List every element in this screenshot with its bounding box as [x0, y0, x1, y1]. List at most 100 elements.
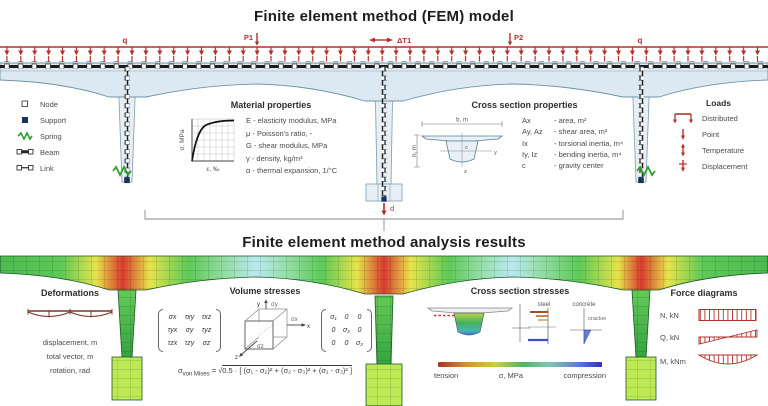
support-right [638, 177, 644, 184]
temperature-load-icon [681, 143, 685, 157]
property-desc: - area, m² [554, 116, 587, 125]
shear-force-diagram-icon [698, 329, 758, 345]
volume-stresses-title: Volume stresses [229, 286, 301, 296]
tensor-cell: τzx [167, 339, 178, 347]
legend-label: Spring [40, 131, 62, 141]
force-label: Q, kN [660, 332, 680, 342]
formula-sqrt: √ [218, 366, 223, 375]
cross-section-property: Iy, Iz - bending inertia, m⁴ [522, 149, 623, 160]
displacement-load-icon [679, 160, 687, 172]
force-diagram-q: Q, kN [660, 328, 764, 346]
load-label-dt1: ΔT1 [397, 36, 411, 45]
force-label: M, kNm [660, 356, 686, 366]
node-icon [21, 100, 28, 107]
load-label-q-right: q [638, 36, 643, 45]
loads-label: Temperature [702, 145, 745, 155]
formula-radicand: 0.5 · [ (σ₁ - σ₂)² + (σ₂ - σ₃)² + (σ₁ - … [222, 366, 353, 375]
spring-left [112, 164, 132, 178]
loads-legend-title: Loads [706, 98, 732, 108]
principal-cell: 0 [357, 313, 362, 321]
fem-results-bridge [0, 255, 768, 406]
axis-y-label: y [494, 150, 497, 156]
compression-label: compression [563, 371, 606, 380]
cross-section-properties-title: Cross section properties [471, 100, 578, 110]
formula-sigma: σ [177, 366, 183, 375]
material-properties-panel: Material properties σ, MPa ε, ‰ E - elas… [176, 100, 366, 178]
cross-section-properties-list: Ax- area, m² Ay, Az- shear area, m² Ix- … [522, 115, 623, 171]
loads-item-distributed: Distributed [670, 110, 766, 126]
spring-icon [17, 131, 33, 141]
stress-scale-labels: tension σ, MPa compression [424, 371, 616, 380]
tensor-cell: τxy [184, 313, 195, 321]
material-property: μ - Poisson's ratio, - [246, 128, 313, 138]
property-symbol: Ay, Az [522, 127, 543, 137]
legend-item-spring: Spring [16, 128, 100, 144]
cross-section-property: Ay, Az - shear area, m² [522, 126, 623, 137]
tensor-cell: τzy [184, 339, 195, 347]
loads-item-displacement: Displacement [670, 158, 766, 174]
stress-strain-graph: σ, MPa ε, ‰ [179, 118, 235, 173]
legend-item-support: Support [16, 112, 100, 128]
model-to-results-bracket [144, 210, 624, 231]
cross-section-stresses-panel: Cross section stresses steel concrete cr… [424, 286, 616, 380]
stress-color-scale [438, 362, 602, 367]
property-desc: - shear area, m² [554, 127, 608, 137]
cross-section-property: Ix- torsional inertia, m⁴ [522, 138, 623, 149]
principal-cell: 0 [344, 339, 349, 347]
temperature-load-dt1: ΔT1 [369, 36, 411, 45]
von-mises-formula: σvon Mises = √0.5 · [ (σ₁ - σ₂)² + (σ₂ -… [158, 366, 372, 378]
deformations-panel: Deformations displacement, m total vecto… [14, 288, 126, 378]
spring-right [636, 164, 656, 178]
graph-ylabel: σ, MPa [179, 129, 186, 150]
height-dimension-label: h, m [412, 145, 418, 157]
property-desc: - bending inertia, m⁴ [554, 149, 622, 159]
deformation-quantity: rotation, rad [49, 366, 91, 375]
support-middle [381, 196, 387, 202]
deformations-list: displacement, m total vector, m rotation… [14, 336, 126, 378]
tension-label: tension [434, 371, 459, 380]
axis-z-label: z [464, 169, 467, 175]
results-title: Finite element method analysis results [242, 234, 526, 251]
deformed-shape-icon [27, 309, 113, 318]
tensor-cell: τyx [167, 326, 178, 334]
legend-item-beam: Beam [16, 144, 100, 160]
point-load-icon [681, 128, 685, 140]
loads-legend: Loads Distributed Point Temperature [670, 98, 766, 174]
property-symbol: Ix [522, 138, 528, 148]
formula-subscript: von Mises [182, 371, 210, 378]
graph-xlabel: ε, ‰ [206, 166, 220, 173]
principal-cell: 0 [331, 326, 336, 334]
force-diagrams-title: Force diagrams [670, 288, 738, 298]
fem-model-bridge: d q P1 ΔT1 P2 q [0, 33, 768, 231]
force-diagram-m: M, kNm [660, 351, 764, 371]
principal-cell: 0 [357, 326, 362, 334]
force-label: N, kN [660, 310, 679, 320]
cross-section-property: c- gravity center [522, 160, 623, 171]
principal-cell: 0 [344, 313, 349, 321]
concrete-label: concrete [572, 302, 596, 308]
width-dimension-label: b, m [456, 118, 468, 124]
material-property: G - shear modulus, MPa [246, 141, 328, 151]
material-properties-list: E - elasticity modulus, MPa μ - Poisson'… [246, 115, 337, 178]
bending-moment-diagram-icon [698, 354, 758, 365]
property-symbol: c [522, 161, 526, 171]
results-pier-middle [365, 295, 403, 406]
legend-item-link: Link [16, 160, 100, 176]
loads-item-point: Point [670, 126, 766, 142]
distributed-load-arrows [0, 47, 768, 62]
legend-label: Support [40, 115, 67, 125]
property-symbol: Iy, Iz [522, 149, 538, 159]
cube-axis-x: x [307, 324, 310, 330]
cracked-label: cracked [588, 316, 606, 322]
deformations-title: Deformations [40, 288, 99, 298]
loads-label: Point [702, 129, 720, 139]
load-label-q-left: q [123, 36, 128, 45]
cube-sigma-z: σz [257, 344, 264, 350]
load-label-p1: P1 [244, 33, 253, 42]
tensor-cell: σz [202, 339, 211, 347]
